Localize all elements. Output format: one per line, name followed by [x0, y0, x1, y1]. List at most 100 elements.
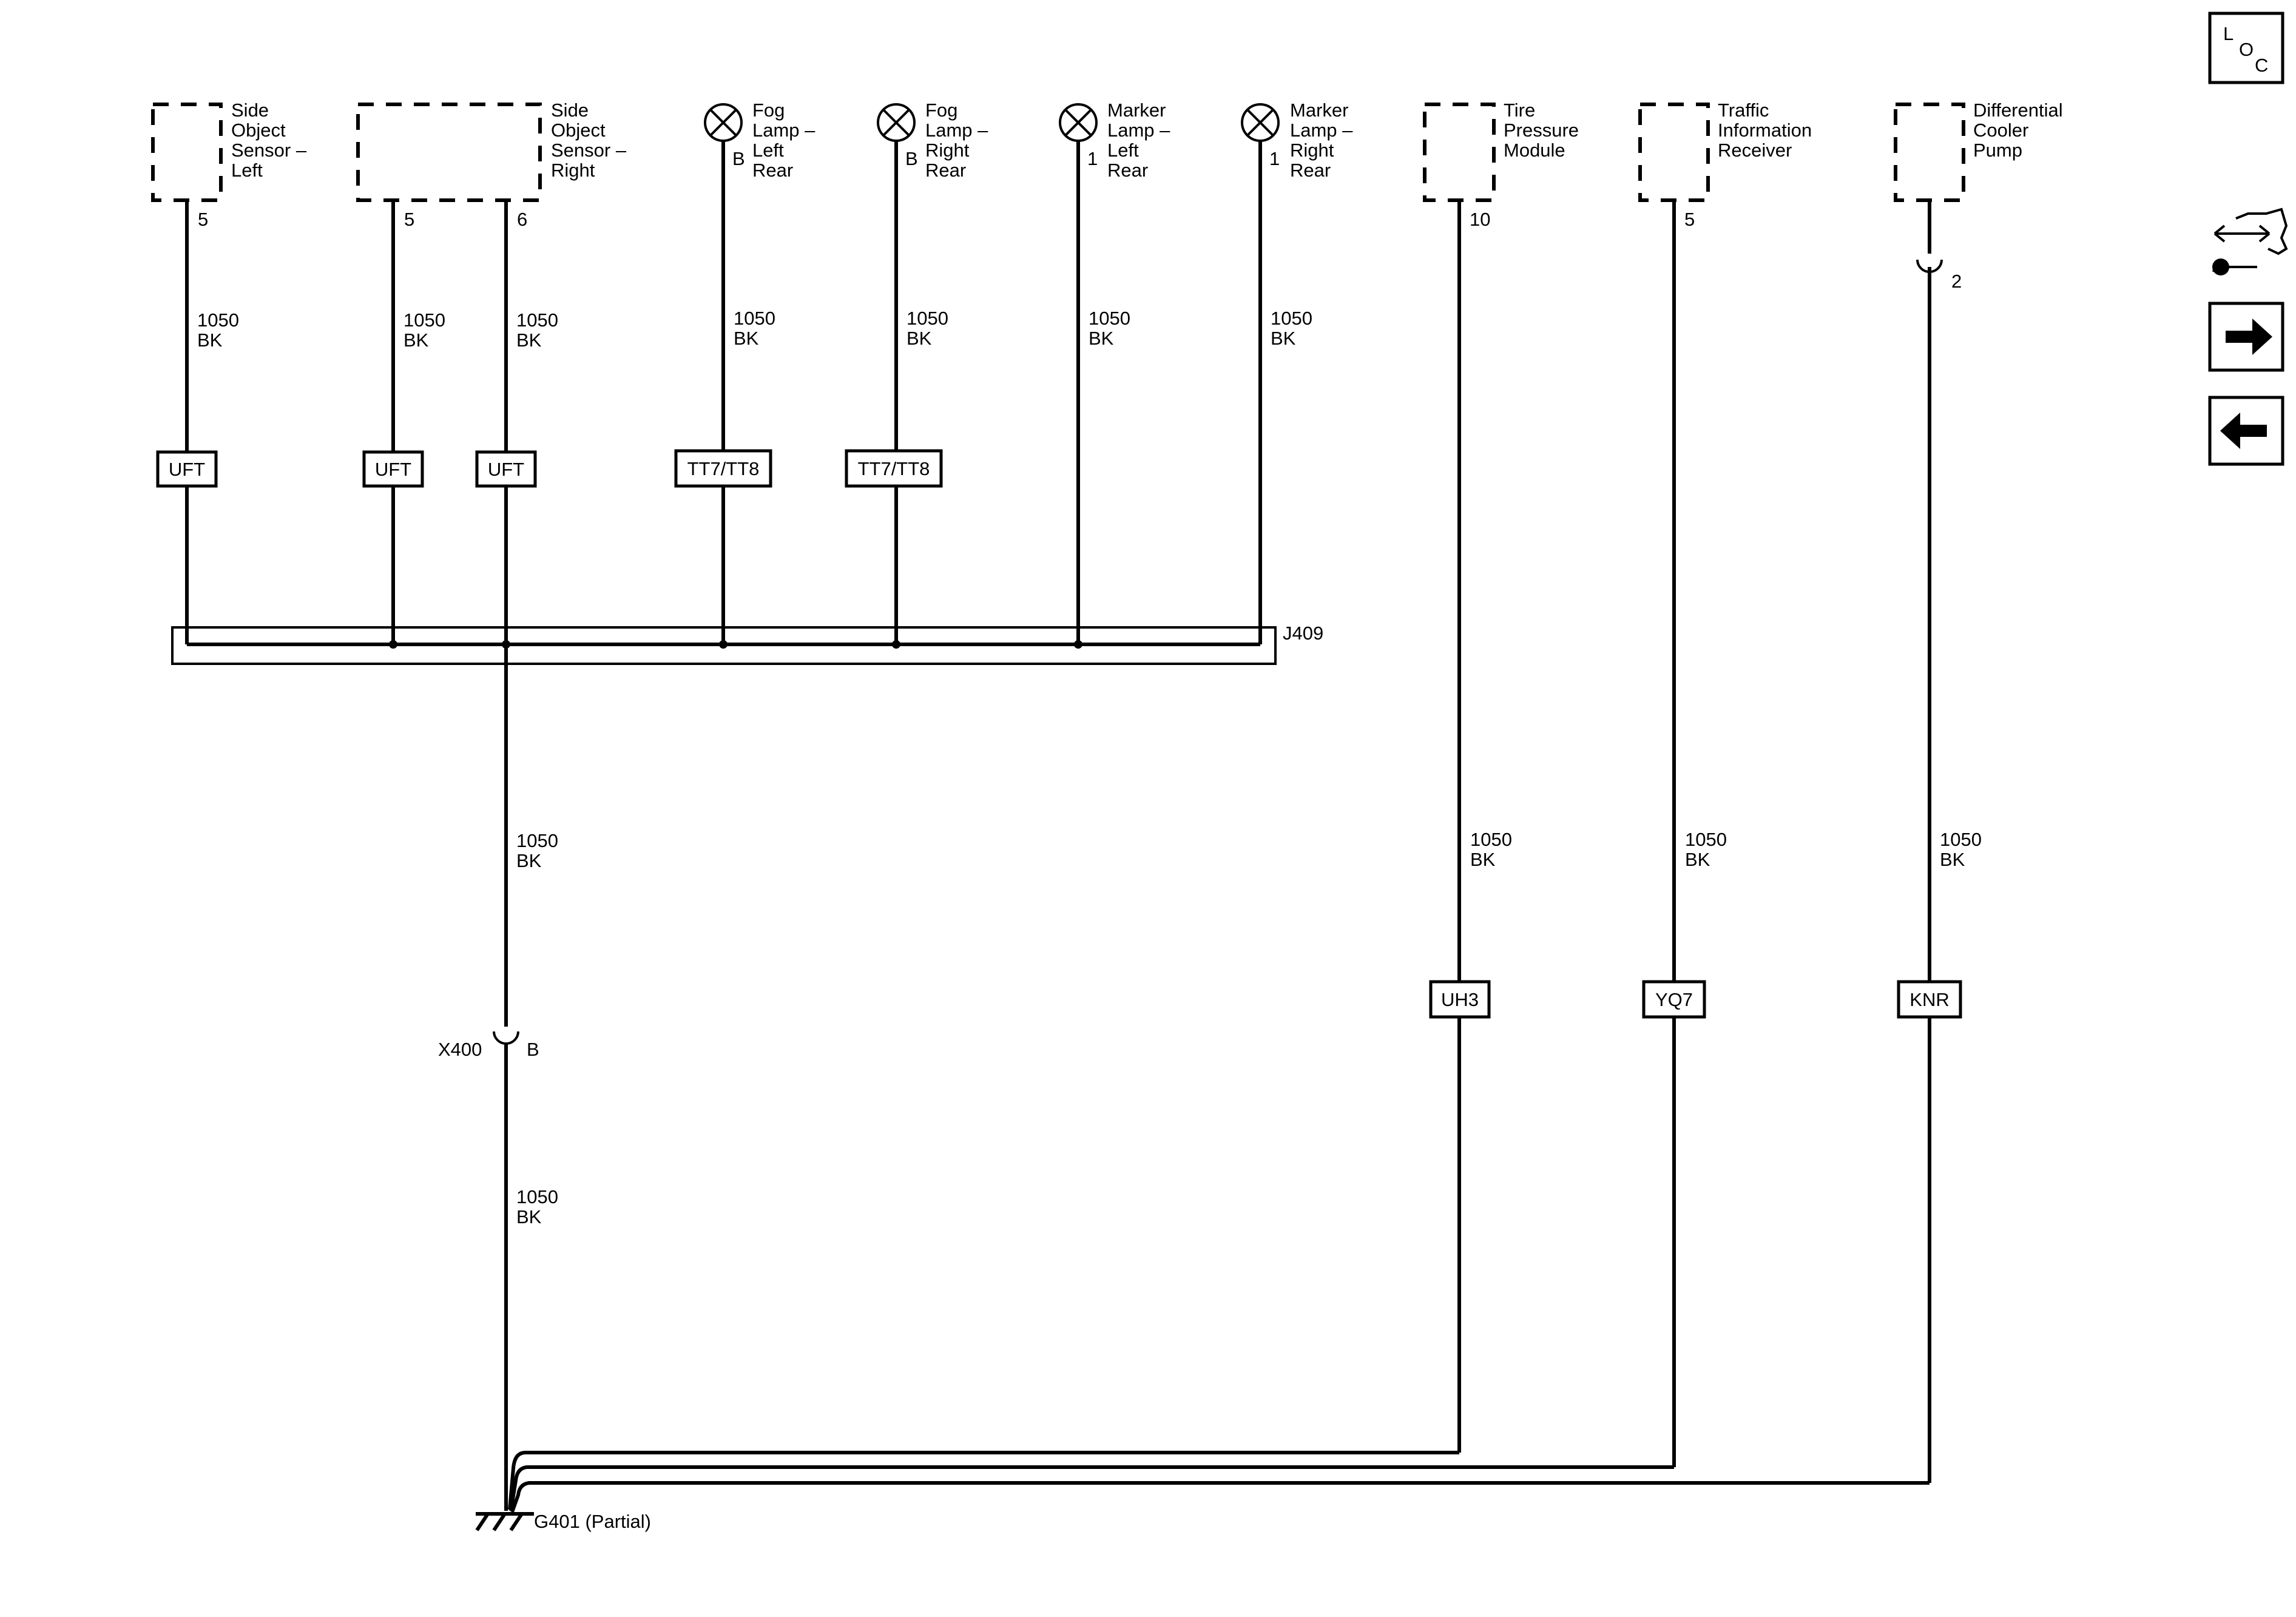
pin-label: 1 [1087, 148, 1098, 169]
svg-text:1050: 1050 [516, 1186, 558, 1207]
svg-text:BK: BK [516, 1206, 542, 1227]
svg-text:Lamp –: Lamp – [752, 120, 815, 141]
svg-text:1050: 1050 [1470, 829, 1512, 850]
fog-lamp-right-rear: Fog Lamp – Right Rear B [877, 100, 988, 181]
loc-icon[interactable]: L O C [2208, 12, 2284, 84]
svg-text:BK: BK [1271, 328, 1296, 349]
svg-text:UH3: UH3 [1441, 989, 1479, 1010]
tire-pressure-module: Tire Pressure Module 10 [1423, 100, 1579, 230]
svg-text:BK: BK [907, 328, 932, 349]
svg-text:Lamp –: Lamp – [1107, 120, 1170, 141]
svg-text:Marker: Marker [1107, 100, 1166, 121]
svg-text:1050: 1050 [1089, 308, 1130, 329]
option-tag-tt7-tt8-1: TT7/TT8 [674, 449, 772, 488]
svg-text:Side: Side [231, 100, 269, 121]
service-info-icon[interactable] [2212, 208, 2288, 275]
svg-text:BK: BK [734, 328, 759, 349]
pin-label: 5 [198, 209, 208, 230]
pin-label: 10 [1470, 209, 1490, 230]
pin-label: B [905, 148, 918, 169]
svg-text:BK: BK [516, 850, 542, 871]
option-tag-uh3: UH3 [1429, 980, 1491, 1019]
svg-text:Receiver: Receiver [1718, 140, 1792, 161]
svg-text:BK: BK [1940, 849, 1965, 870]
svg-text:1050: 1050 [403, 309, 445, 331]
svg-text:Pump: Pump [1973, 140, 2022, 161]
svg-text:BK: BK [1470, 849, 1496, 870]
marker-lamp-right-rear: Marker Lamp – Right Rear 1 [1241, 100, 1353, 181]
connector-label: X400 [438, 1039, 482, 1060]
svg-text:Rear: Rear [1290, 160, 1331, 181]
svg-text:C: C [2255, 55, 2268, 76]
svg-text:Tire: Tire [1504, 100, 1535, 121]
side-object-sensor-right: Side Object Sensor – Right 5 6 [356, 100, 627, 230]
svg-text:Differential: Differential [1973, 100, 2063, 121]
option-tag-tt7-tt8-2: TT7/TT8 [845, 449, 943, 488]
prev-page-button[interactable] [2208, 396, 2284, 466]
svg-text:UFT: UFT [488, 459, 524, 480]
svg-text:Side: Side [551, 100, 589, 121]
svg-text:BK: BK [1089, 328, 1114, 349]
ground-label: G401 (Partial) [534, 1511, 651, 1532]
svg-text:Left: Left [231, 160, 263, 181]
connector-pin-label: B [527, 1039, 539, 1060]
svg-text:Pressure: Pressure [1504, 120, 1579, 141]
svg-text:Lamp –: Lamp – [1290, 120, 1353, 141]
pin-label: 2 [1951, 271, 1962, 292]
pin-label: 5 [404, 209, 414, 230]
svg-text:1050: 1050 [1271, 308, 1312, 329]
marker-lamp-left-rear: Marker Lamp – Left Rear 1 [1059, 100, 1170, 181]
svg-text:Object: Object [551, 120, 606, 141]
svg-text:BK: BK [403, 329, 429, 351]
svg-text:Rear: Rear [752, 160, 793, 181]
splice-label: J409 [1283, 623, 1323, 644]
option-tag-yq7: YQ7 [1642, 980, 1706, 1019]
fog-lamp-left-rear: Fog Lamp – Left Rear B [704, 100, 815, 181]
svg-text:Fog: Fog [752, 100, 785, 121]
svg-text:Marker: Marker [1290, 100, 1348, 121]
svg-text:1050: 1050 [516, 830, 558, 851]
svg-text:1050: 1050 [1685, 829, 1727, 850]
wire-set [171, 141, 1931, 1531]
svg-text:BK: BK [197, 329, 223, 351]
pin-label: 6 [517, 209, 527, 230]
option-tag-uft-2: UFT [362, 450, 424, 488]
option-tag-knr: KNR [1897, 980, 1962, 1019]
pin-label: 1 [1269, 148, 1280, 169]
svg-text:BK: BK [1685, 849, 1710, 870]
arrow-left-icon [2220, 413, 2267, 449]
svg-text:Cooler: Cooler [1973, 120, 2028, 141]
svg-text:1050: 1050 [734, 308, 775, 329]
svg-text:Right: Right [1290, 140, 1334, 161]
svg-text:O: O [2239, 39, 2254, 60]
option-tag-uft-1: UFT [156, 450, 218, 488]
svg-text:Information: Information [1718, 120, 1812, 141]
svg-text:1050: 1050 [907, 308, 948, 329]
side-object-sensor-left: Side Object Sensor – Left 5 [151, 100, 307, 230]
svg-text:1050: 1050 [1940, 829, 1982, 850]
option-tag-uft-3: UFT [475, 450, 537, 488]
svg-text:L: L [2223, 23, 2234, 44]
svg-text:Right: Right [551, 160, 595, 181]
pin-label: B [732, 148, 745, 169]
svg-text:BK: BK [516, 329, 542, 351]
svg-text:TT7/TT8: TT7/TT8 [858, 458, 930, 479]
svg-text:TT7/TT8: TT7/TT8 [687, 458, 760, 479]
svg-text:Object: Object [231, 120, 286, 141]
svg-text:1050: 1050 [516, 309, 558, 331]
differential-cooler-pump: Differential Cooler Pump 2 [1894, 100, 2063, 292]
svg-text:YQ7: YQ7 [1655, 989, 1693, 1010]
svg-text:Traffic: Traffic [1718, 100, 1769, 121]
svg-text:Rear: Rear [925, 160, 966, 181]
svg-text:Rear: Rear [1107, 160, 1148, 181]
traffic-information-receiver: Traffic Information Receiver 5 [1638, 100, 1812, 230]
svg-text:1050: 1050 [197, 309, 239, 331]
svg-text:UFT: UFT [169, 459, 205, 480]
next-page-button[interactable] [2208, 302, 2284, 372]
svg-text:Left: Left [1107, 140, 1139, 161]
svg-text:Lamp –: Lamp – [925, 120, 988, 141]
svg-text:UFT: UFT [375, 459, 411, 480]
svg-text:Sensor –: Sensor – [551, 140, 627, 161]
